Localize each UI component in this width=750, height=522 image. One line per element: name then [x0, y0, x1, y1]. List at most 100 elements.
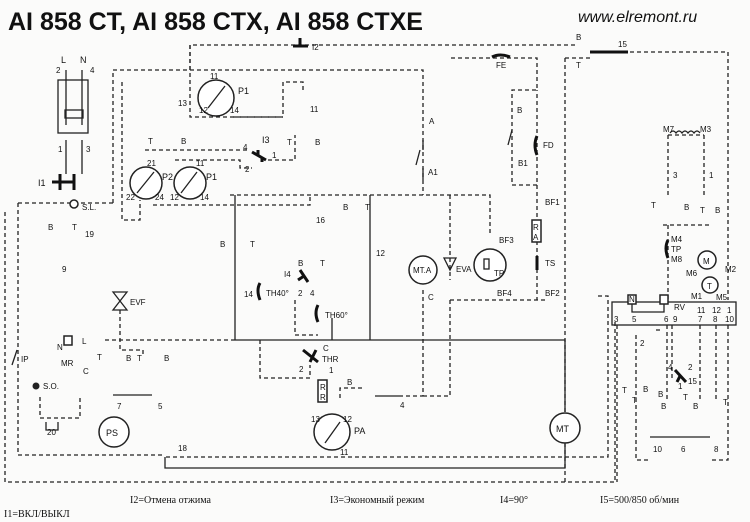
terminal-label: 1	[272, 151, 277, 160]
terminal-label: 8	[713, 315, 718, 324]
connector-label: T	[700, 206, 705, 215]
motor-thermal-TP	[664, 239, 670, 259]
connector-label: T	[683, 393, 688, 402]
label-MTA: MT.A	[413, 266, 432, 275]
terminal-label: 2	[298, 289, 303, 298]
terminal-label: 2	[640, 339, 645, 348]
terminal-label: 1	[58, 145, 63, 154]
terminal-label: C	[428, 293, 434, 302]
connector-label: T	[576, 61, 581, 70]
terminal-label: 15	[688, 377, 697, 386]
switch-B-B1	[507, 129, 513, 146]
connector-label: T	[365, 203, 370, 212]
connector-label: B	[298, 259, 303, 268]
connector-label: B	[343, 203, 348, 212]
label-THR: THR	[322, 355, 339, 364]
label-N: N	[80, 55, 87, 65]
label-MR: MR	[61, 359, 74, 368]
switch-I3	[251, 150, 267, 162]
terminal-label: C	[323, 344, 329, 353]
label-BF1: BF1	[545, 198, 560, 207]
label-TS: TS	[545, 259, 555, 268]
door-switch-A	[415, 140, 424, 180]
door-lock-MR	[63, 335, 73, 346]
terminal-label: 7	[698, 315, 703, 324]
connector-label: 20	[47, 428, 56, 437]
label-TH40: TH40°	[266, 289, 289, 298]
legend-i4: I4=90°	[500, 495, 528, 506]
label-I1: I1	[38, 178, 46, 188]
tachometer-T	[701, 276, 719, 294]
terminal-label: 12	[199, 106, 208, 115]
resistor-label: R	[320, 383, 326, 392]
terminal-label: 13	[178, 99, 187, 108]
label-IP: IP	[21, 355, 29, 364]
terminal-label: 4	[90, 66, 95, 75]
terminal-label: 2	[688, 363, 693, 372]
terminal-label: 11	[210, 72, 219, 81]
terminal-label: 1	[727, 306, 732, 315]
terminal-label: 10	[725, 315, 734, 324]
label-M1: M1	[691, 292, 703, 301]
drum-motor-MT	[549, 412, 581, 444]
valve-EVA-icon	[442, 257, 458, 272]
programmer-P1	[173, 166, 207, 200]
resistor-RA	[531, 219, 542, 243]
connector-label: T	[287, 138, 292, 147]
terminal-label: 14	[230, 106, 239, 115]
legend-i5: I5=500/850 об/мин	[600, 495, 680, 506]
connector-label: B	[715, 206, 720, 215]
connector-label: 1	[709, 171, 714, 180]
label-M: M	[703, 257, 710, 266]
label-P2: P2	[162, 172, 173, 182]
label-EVF: EVF	[130, 298, 146, 307]
terminal-label: 3	[86, 145, 91, 154]
terminal-label: 1	[329, 366, 334, 375]
label-BF2: BF2	[545, 289, 560, 298]
connector-label: 19	[85, 230, 94, 239]
connector-label: 8	[714, 445, 719, 454]
connector-label: 10	[653, 445, 662, 454]
terminal-label: 21	[147, 159, 156, 168]
legend-i2: I2=Отмена отжима	[130, 495, 211, 506]
connector-label: 5	[158, 402, 163, 411]
label-TP-motor: TP	[671, 245, 681, 254]
terminal-label: 13	[311, 415, 320, 424]
terminal-label: 11	[196, 159, 205, 168]
connector-20	[45, 422, 59, 431]
website-label: www.elremont.ru	[578, 9, 697, 26]
connector-label: T	[622, 386, 627, 395]
terminal-label: 6	[664, 315, 669, 324]
label-M7: M7	[663, 125, 675, 134]
pressure-switch-PS	[98, 416, 130, 448]
terminal-label: 4	[243, 143, 248, 152]
terminal-label: 11	[340, 448, 349, 457]
coil-M7-M3	[669, 130, 701, 135]
label-A: A	[429, 117, 435, 126]
connector-label: 12	[376, 249, 385, 258]
connector-label: B	[517, 106, 522, 115]
connector-label: B	[126, 354, 131, 363]
programmer-P1-top	[197, 79, 235, 117]
terminal-label: 9	[673, 315, 678, 324]
terminal-label: 4	[668, 363, 673, 372]
connector-label: B	[220, 240, 225, 249]
connector-label: B	[576, 33, 581, 42]
mains-filter	[57, 70, 89, 134]
terminal-label: 22	[126, 193, 135, 202]
label-M8: M8	[671, 255, 683, 264]
terminal-label: 3	[614, 315, 619, 324]
label-PA: PA	[354, 426, 365, 436]
resistor-label: A	[533, 233, 539, 242]
label-A1: A1	[428, 168, 438, 177]
pressure-switch-PA	[313, 413, 351, 451]
terminal-label: 2	[299, 365, 304, 374]
label-M5: M5	[716, 293, 728, 302]
label-FE: FE	[496, 61, 506, 70]
label-P1: P1	[206, 172, 217, 182]
connector-label: 4	[400, 401, 405, 410]
connector-label: T	[97, 353, 102, 362]
terminal-label: 11	[310, 105, 319, 114]
